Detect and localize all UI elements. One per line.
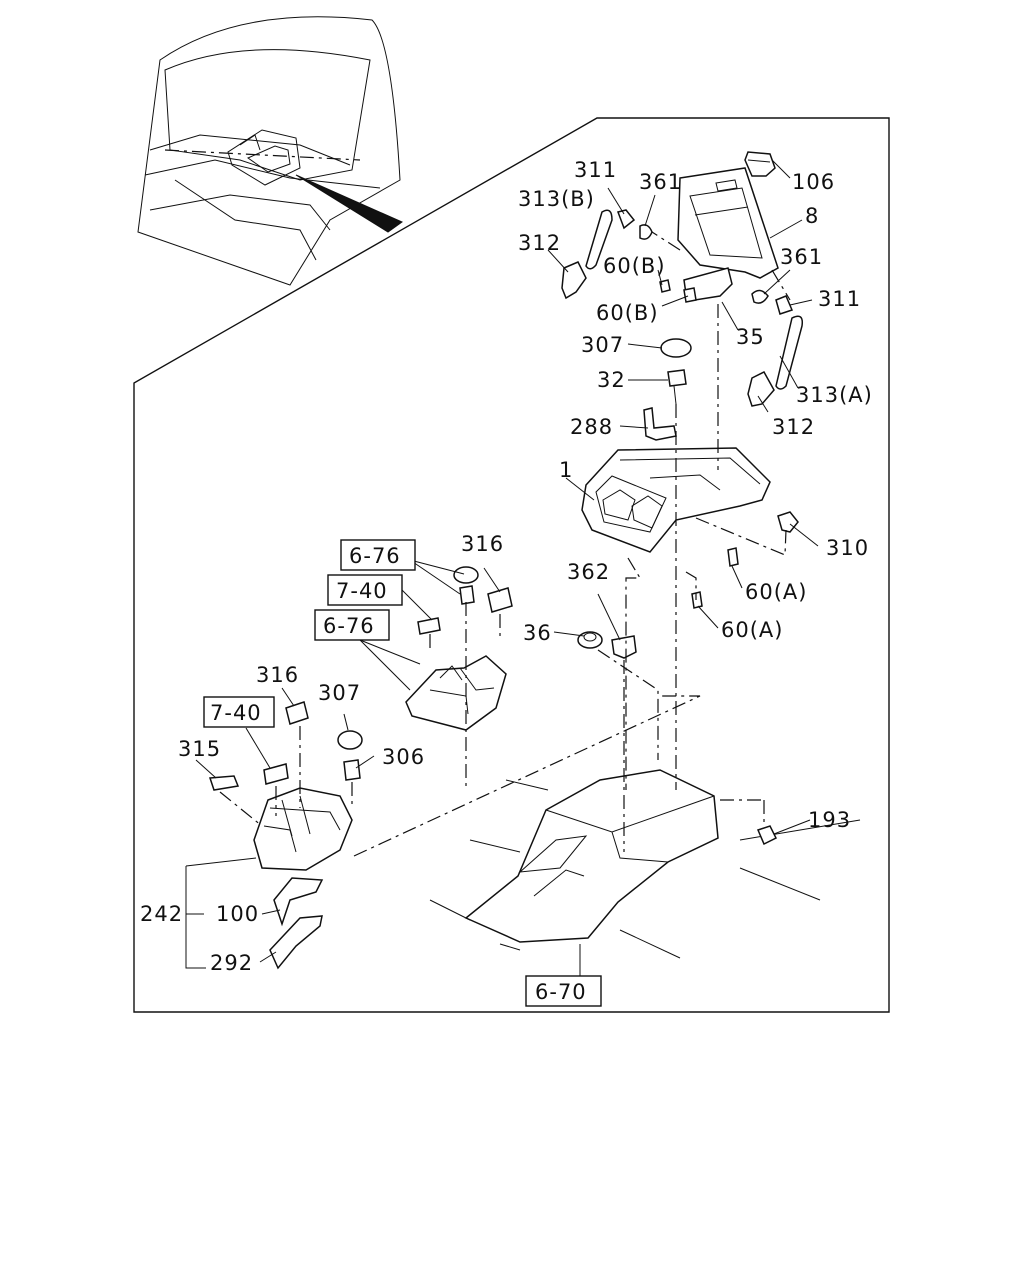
callout-60a-1: 60(A) — [745, 580, 807, 604]
strap-313a-part — [775, 315, 804, 390]
callout-1: 1 — [559, 458, 573, 482]
screw-60a-2-part — [691, 591, 703, 609]
diagram-frame — [133, 117, 890, 1013]
upper-console-part — [581, 447, 771, 553]
clip-311-right-part — [775, 295, 794, 315]
callout-35: 35 — [736, 325, 765, 349]
callout-60a-2: 60(A) — [721, 618, 783, 642]
callout-313b: 313(B) — [518, 187, 595, 211]
callout-316-left: 316 — [256, 663, 299, 687]
callout-311-right: 311 — [818, 287, 861, 311]
callout-313a: 313(A) — [796, 383, 873, 407]
connector-part — [744, 151, 776, 177]
ref-label-676-b: 6-76 — [323, 614, 375, 638]
callout-32: 32 — [597, 368, 626, 392]
screw-306-part — [343, 759, 361, 781]
ref-box-676-a — [340, 539, 416, 571]
screw-60b-2-part — [683, 287, 697, 303]
screw-60a-1-part — [727, 547, 739, 567]
callout-193: 193 — [808, 808, 851, 832]
assembly-guide-lines — [219, 231, 791, 857]
cap-307-top-part — [660, 338, 692, 358]
screw-6-76-part — [459, 585, 475, 605]
strap-313b-part — [585, 209, 613, 270]
plate-292-part — [269, 915, 323, 970]
callout-306: 306 — [382, 745, 425, 769]
clip-361-top-part — [639, 224, 653, 240]
callout-361-right: 361 — [780, 245, 823, 269]
ref-label-740-a: 7-40 — [336, 579, 388, 603]
clip-310-part — [777, 511, 799, 533]
pad-315-part — [208, 775, 240, 791]
callout-60b-1: 60(B) — [603, 254, 666, 278]
bracket-7-40-top-part — [417, 617, 441, 635]
ref-label-676-a: 6-76 — [349, 544, 401, 568]
callout-312-right: 312 — [772, 415, 815, 439]
screw-60b-1-part — [659, 279, 671, 293]
ref-box-670 — [525, 975, 602, 1007]
switch-316-top-part — [487, 587, 513, 613]
bezel-frame-part — [677, 167, 779, 279]
ref-label-740-b: 7-40 — [210, 701, 262, 725]
ref-label-670: 6-70 — [535, 980, 587, 1004]
clip-362-part — [611, 635, 637, 659]
cap-307-left-part — [337, 730, 363, 750]
callout-100: 100 — [216, 902, 259, 926]
shift-console-part — [405, 655, 507, 731]
bracket-288-part — [643, 407, 677, 441]
boot-100-part — [273, 877, 324, 927]
cap-6-76-part — [453, 566, 479, 584]
lower-console-part — [253, 787, 353, 871]
callout-362: 362 — [567, 560, 610, 584]
callout-316-top: 316 — [461, 532, 504, 556]
bracket-7-40-left-part — [263, 763, 289, 785]
hinge-312-right-part — [747, 371, 775, 407]
ref-box-740-b — [203, 696, 275, 728]
callout-307-top: 307 — [581, 333, 624, 357]
floor-tunnel-part — [429, 769, 861, 959]
cab-overview-illustration — [137, 16, 404, 286]
callout-311-top: 311 — [574, 158, 617, 182]
callout-315: 315 — [178, 737, 221, 761]
switch-316-left-part — [285, 701, 309, 725]
callout-310: 310 — [826, 536, 869, 560]
callout-106: 106 — [792, 170, 835, 194]
callout-8: 8 — [805, 204, 819, 228]
ref-box-740-a — [327, 574, 403, 606]
hinge-312-top-part — [561, 261, 587, 300]
callout-292: 292 — [210, 951, 253, 975]
callout-60b-2: 60(B) — [596, 301, 659, 325]
callout-288: 288 — [570, 415, 613, 439]
ref-box-676-b — [314, 609, 390, 641]
callout-307-left: 307 — [318, 681, 361, 705]
nut-193-part — [756, 825, 778, 846]
screw-32-part — [667, 369, 687, 405]
callout-242: 242 — [140, 902, 183, 926]
clip-311-top-part — [617, 209, 636, 230]
callout-36: 36 — [523, 621, 552, 645]
leader-lines — [185, 159, 819, 978]
callout-312-top: 312 — [518, 231, 561, 255]
callout-361-top: 361 — [639, 170, 682, 194]
grommet-36-part — [577, 631, 603, 649]
